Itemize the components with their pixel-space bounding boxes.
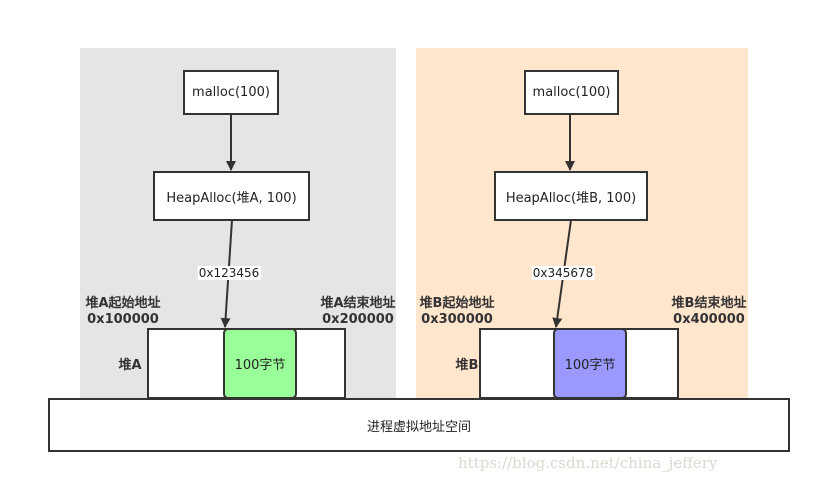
heap-a-start-text: 堆A起始地址 [85,296,161,311]
heap-b-end-text: 堆B结束地址 [671,296,747,311]
heap-a-end-addr: 0x200000 [322,312,394,327]
heapalloc-a-box: HeapAlloc(堆A, 100) [153,171,310,221]
malloc-b-box: malloc(100) [524,70,619,115]
heap-b-end-addr: 0x400000 [673,312,745,327]
heap-a-end-text: 堆A结束地址 [320,296,396,311]
heap-a-label: 堆A [118,358,142,373]
heap-b-block: 100字节 [553,328,627,399]
heap-a-block: 100字节 [223,328,297,399]
heap-b-start-text: 堆B起始地址 [419,296,495,311]
address-b-label: 0x345678 [531,266,595,280]
heap-a-start-addr: 0x100000 [87,312,159,327]
malloc-a-box: malloc(100) [183,70,279,115]
watermark: https://blog.csdn.net/china_jeffery [458,454,718,472]
address-a-label: 0x123456 [197,266,261,280]
heap-b-start-addr: 0x300000 [421,312,493,327]
address-space-box: 进程虚拟地址空间 [48,398,790,452]
heapalloc-b-box: HeapAlloc(堆B, 100) [494,171,648,221]
heap-b-label: 堆B [455,358,479,373]
